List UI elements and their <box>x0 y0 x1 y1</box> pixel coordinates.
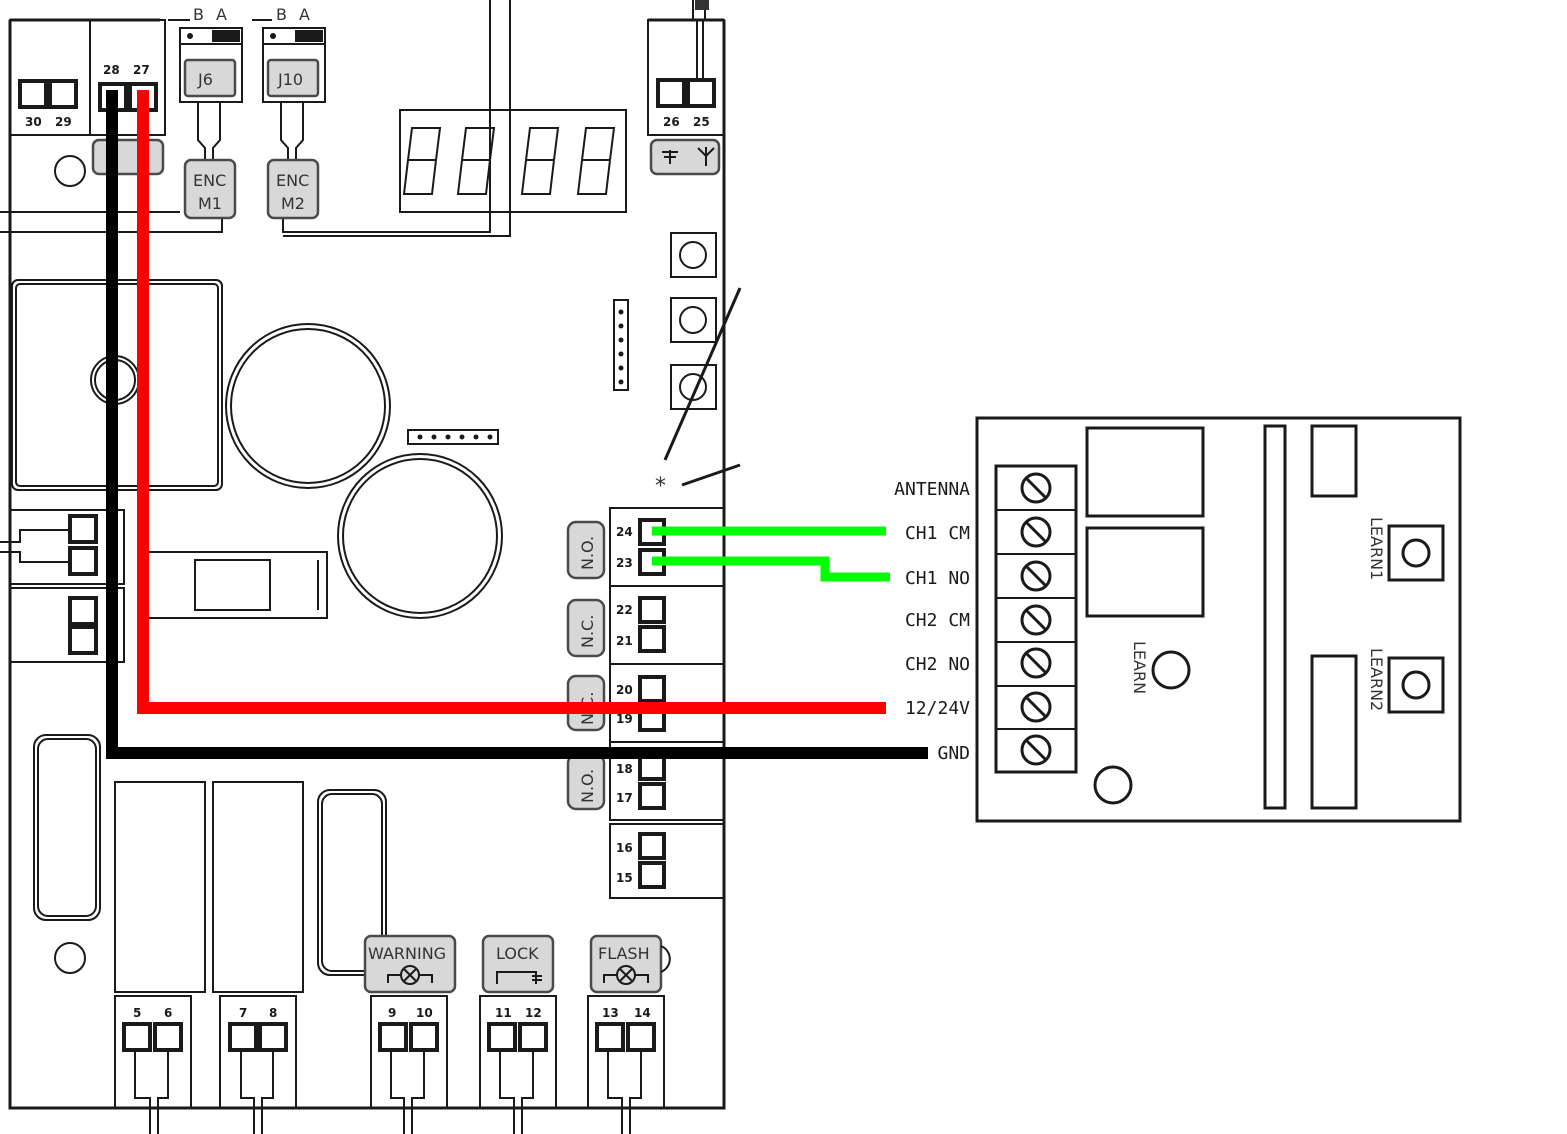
jumper-j10-b: B <box>276 5 287 24</box>
bottom-terminals: 5 6 7 8 9 10 11 12 13 14 <box>114 995 665 1134</box>
terminal-10-label: 10 <box>416 1006 433 1020</box>
wires <box>106 90 928 759</box>
asterisk-mark: * <box>655 474 666 499</box>
jumper-j6-b: B <box>193 5 204 24</box>
terminal-13-label: 13 <box>602 1006 619 1020</box>
learn2-button <box>1401 670 1431 700</box>
terminal-27-label: 27 <box>133 63 150 77</box>
pin-12-24v: 12/24V <box>905 698 970 719</box>
terminal-28-label: 28 <box>103 63 120 77</box>
terminal-19-label: 19 <box>616 712 633 726</box>
screw-icon <box>1020 472 1052 504</box>
jumper-j10-enc: ENC <box>276 171 309 190</box>
jumper-j10-motor: M2 <box>281 194 305 213</box>
terminal-25-label: 25 <box>693 115 710 129</box>
screw-icon <box>1020 604 1052 636</box>
screw-icon <box>1020 560 1052 592</box>
jumper-j10: B A J10 ENC M2 <box>252 5 326 220</box>
terminal-22-label: 22 <box>616 603 633 617</box>
terminal-21-label: 21 <box>616 634 633 648</box>
terminal-7-label: 7 <box>239 1006 247 1020</box>
learn2-label: LEARN2 <box>1367 648 1386 711</box>
terminal-16-label: 16 <box>616 841 633 855</box>
learn-label: LEARN <box>1130 641 1149 694</box>
terminal-9-label: 9 <box>388 1006 396 1020</box>
pin-ch2-no: CH2 NO <box>905 654 970 675</box>
power-wire <box>137 90 886 714</box>
jumper-j6: B A J6 ENC M1 <box>168 5 243 220</box>
board-button-2 <box>670 297 717 343</box>
terminal-8-label: 8 <box>269 1006 277 1020</box>
pin-ch1-cm: CH1 CM <box>905 523 970 544</box>
terminal-17-label: 17 <box>616 791 633 805</box>
ground-wire <box>106 90 928 759</box>
terminal-5-label: 5 <box>133 1006 141 1020</box>
antenna-icon <box>697 147 715 166</box>
pin-ch1-no: CH1 NO <box>905 568 970 589</box>
terminal-20-label: 20 <box>616 683 633 697</box>
seven-segment-display <box>402 127 616 195</box>
terminal-29-label: 29 <box>55 115 72 129</box>
output-warning-label: WARNING <box>368 944 446 963</box>
jumper-j10-id: J10 <box>277 70 303 89</box>
learn1-button <box>1401 538 1431 568</box>
lamp-icon <box>387 965 433 985</box>
board-button-3 <box>670 364 717 410</box>
contact-nc-mid: N.C. <box>578 615 597 648</box>
pin-gnd: GND <box>937 743 970 764</box>
terminal-26-label: 26 <box>663 115 680 129</box>
jumper-j6-id: J6 <box>197 70 213 89</box>
screw-terminals <box>996 472 1076 766</box>
terminal-12-label: 12 <box>525 1006 542 1020</box>
screw-icon <box>1020 691 1052 723</box>
pin-antenna: ANTENNA <box>894 479 970 500</box>
learn-button <box>1151 650 1191 690</box>
screw-icon <box>1020 516 1052 548</box>
lock-icon <box>496 971 542 984</box>
jumper-j10-a: A <box>299 5 310 24</box>
jumper-j6-motor: M1 <box>198 194 222 213</box>
output-flash-label: FLASH <box>598 944 650 963</box>
contact-no-top: N.O. <box>578 536 597 570</box>
controller-board: * 30 29 28 27 26 25 B A <box>0 0 742 1134</box>
terminal-6-label: 6 <box>164 1006 172 1020</box>
board-button-1 <box>670 232 717 278</box>
terminal-18-label: 18 <box>616 762 633 776</box>
terminal-14-label: 14 <box>634 1006 651 1020</box>
receiver-module: LEARN LEARN1 LEARN2 ANTENNA CH1 CM CH1 N… <box>894 416 1462 823</box>
terminal-30-label: 30 <box>25 115 42 129</box>
terminal-15-label: 15 <box>616 871 633 885</box>
terminal-11-label: 11 <box>495 1006 512 1020</box>
pin-ch2-cm: CH2 CM <box>905 610 970 631</box>
screw-icon <box>1020 647 1052 679</box>
lamp-icon <box>603 965 649 985</box>
jumper-j6-a: A <box>216 5 227 24</box>
terminal-23-label: 23 <box>616 556 633 570</box>
contact-no-bottom: N.O. <box>578 769 597 803</box>
output-lock-label: LOCK <box>496 944 539 963</box>
ground-icon <box>662 150 678 164</box>
ch1-no-wire <box>652 556 890 582</box>
jumper-j6-enc: ENC <box>193 171 226 190</box>
learn1-label: LEARN1 <box>1367 517 1386 580</box>
terminal-24-label: 24 <box>616 525 633 539</box>
screw-icon <box>1020 734 1052 766</box>
